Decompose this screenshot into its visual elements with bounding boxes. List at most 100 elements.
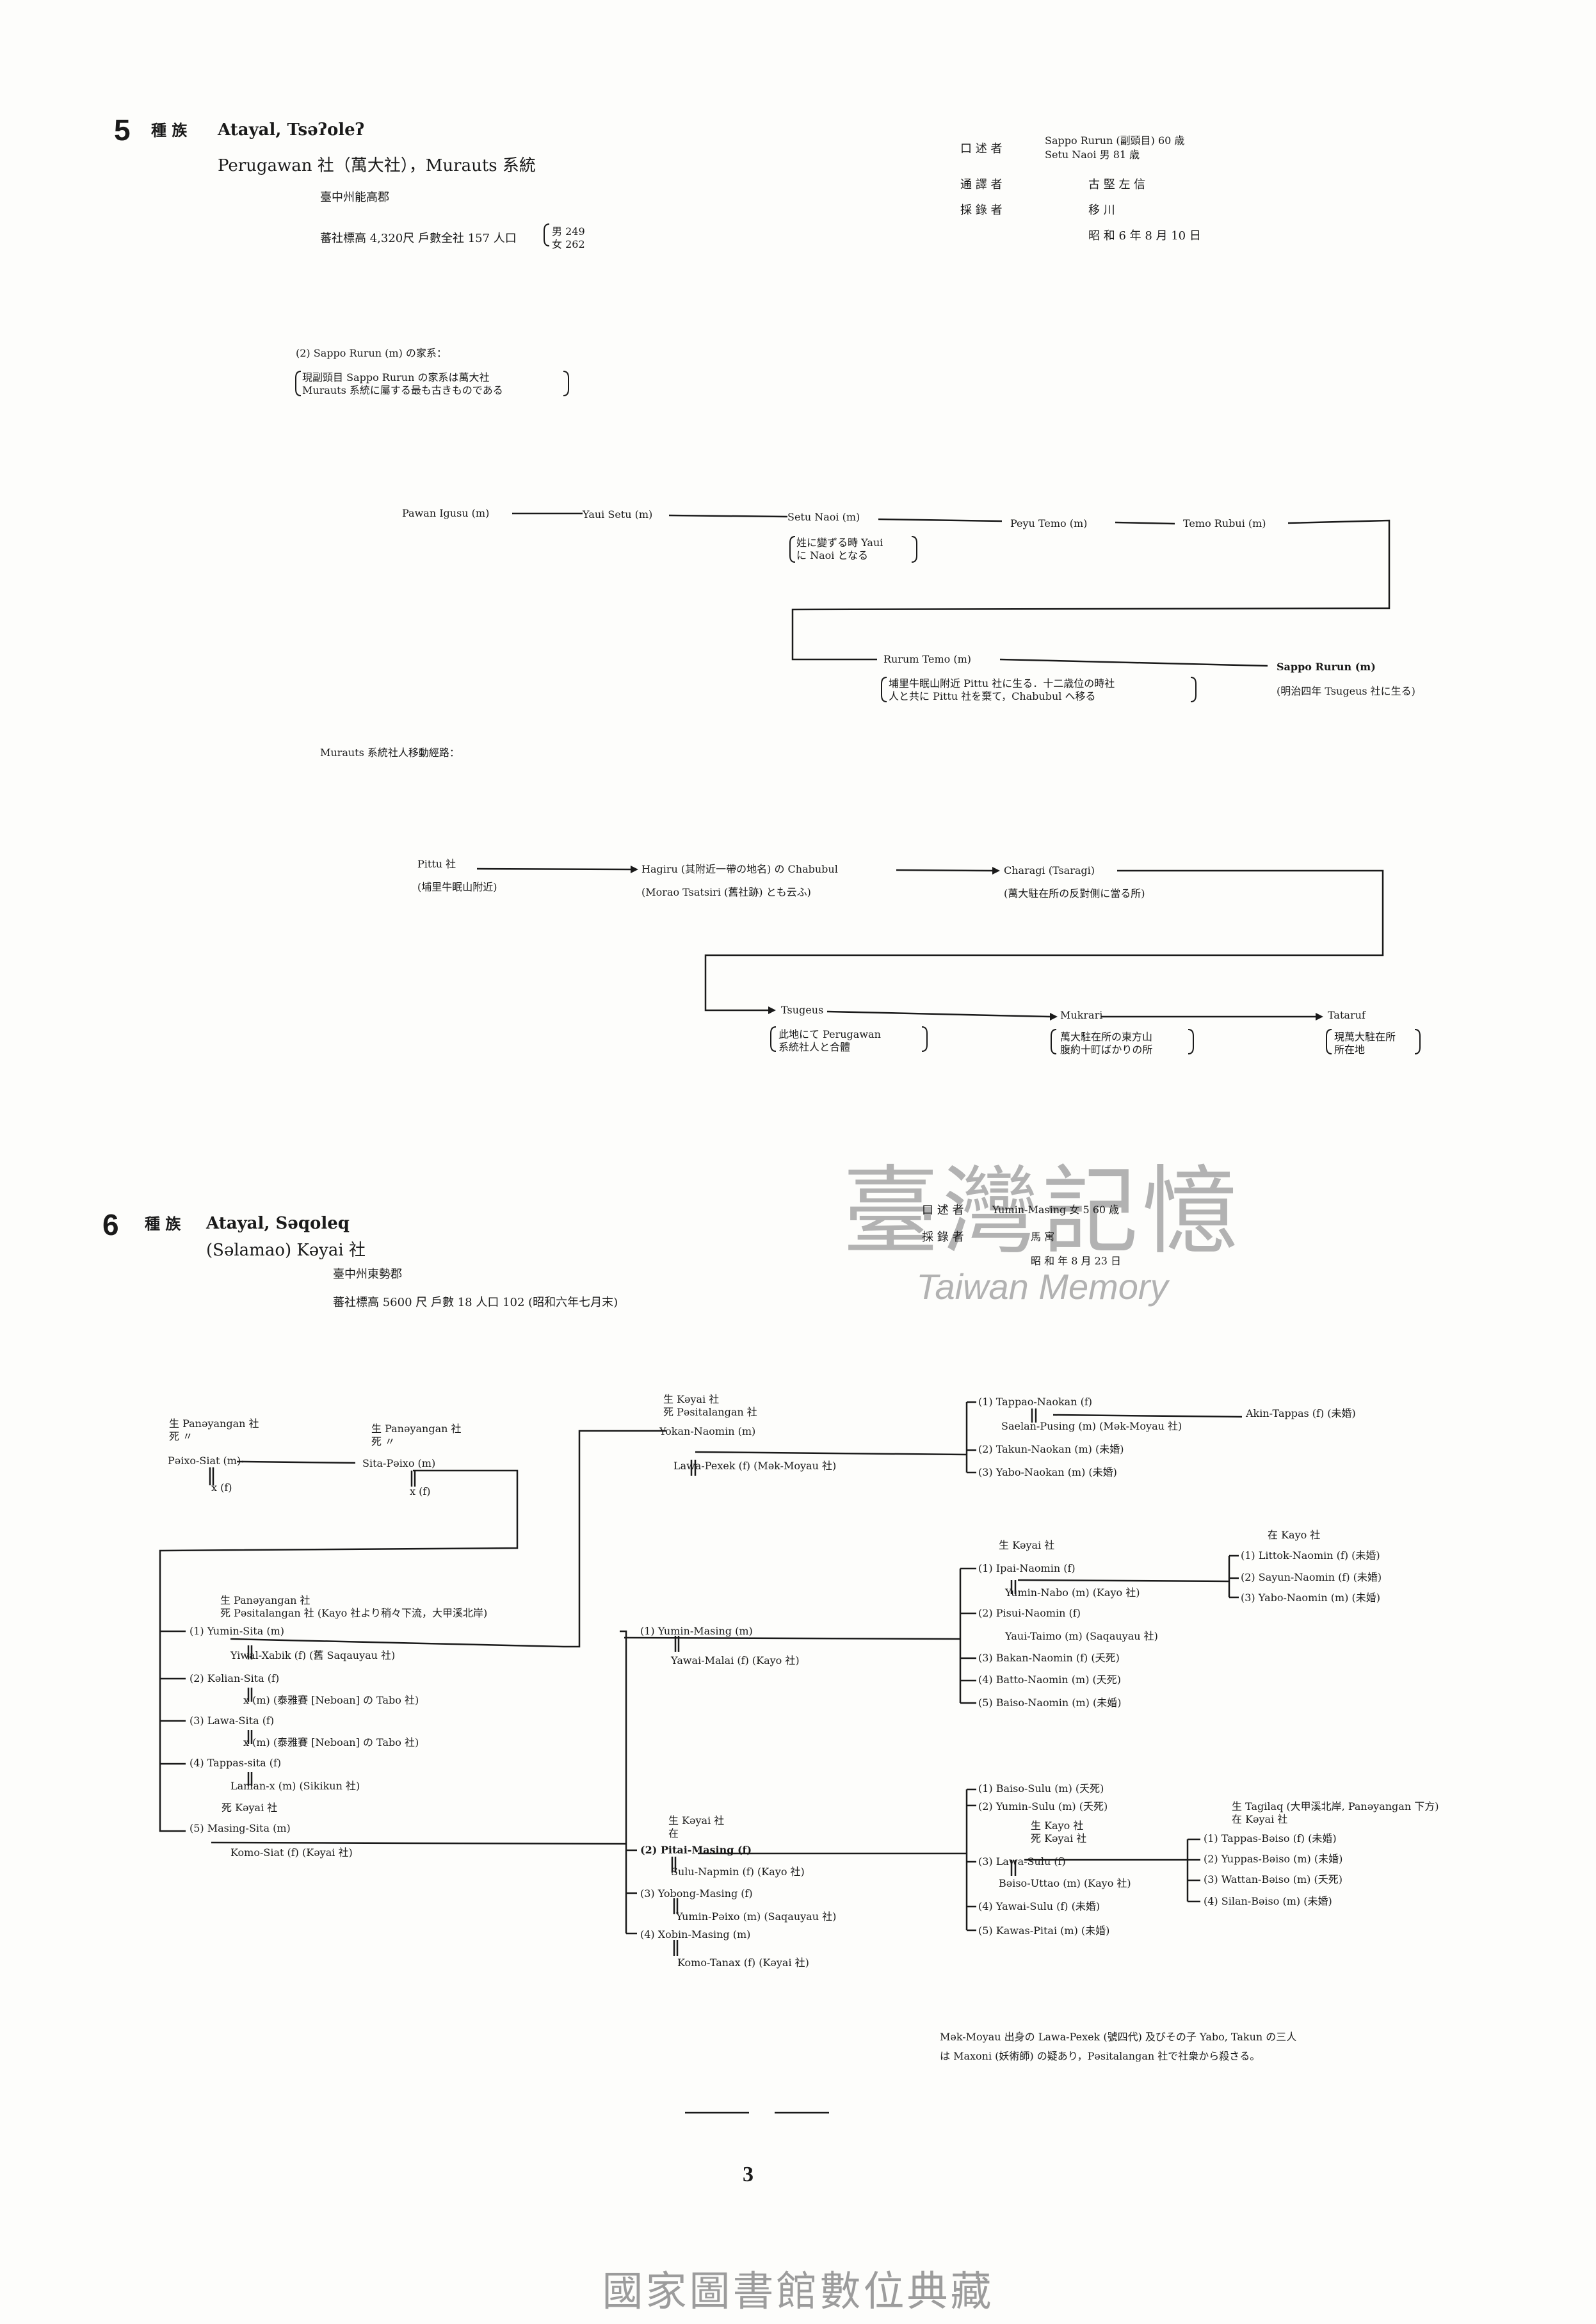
person-sappo: Sappo Rurun (m) (1277, 661, 1376, 673)
person-yawai-sulu: (4) Yawai-Sulu (f) (未婚) (978, 1900, 1100, 1912)
population-female: 女 262 (552, 238, 585, 250)
person-sita-wife: x (f) (410, 1485, 431, 1497)
person-yobong-husband: Yumin-Pəixo (m) (Saqauyau 社) (676, 1910, 837, 1923)
migration-title: Murauts 系統社人移動經路： (320, 746, 460, 759)
recorder-label: 採 錄 者 (960, 204, 1003, 217)
person-tappao-husband: Saelan-Pusing (m) (Mək-Moyau 社) (1001, 1420, 1182, 1432)
birth-note: 生 Kəyai 社 (668, 1814, 725, 1827)
page-number: 3 (743, 2163, 754, 2186)
person-yabo-naomin: (3) Yabo-Naomin (m) (未婚) (1241, 1592, 1380, 1604)
family-title: (2) Sappo Rurun (m) の家系： (296, 347, 447, 359)
person-sita: Sita-Pəixo (m) (362, 1457, 436, 1469)
section-number: 5 (114, 113, 131, 147)
translator: 古 堅 左 信 (1088, 178, 1146, 191)
recorder: 移 川 (1088, 204, 1115, 217)
record-date: 昭 和 6 年 8 月 10 日 (1088, 229, 1201, 243)
place-charagi: Charagi (Tsaragi) (1004, 864, 1095, 876)
place-tsugeus-note: 此地にて Perugawan (778, 1028, 881, 1040)
narrator-2: Setu Naoi 男 81 歳 (1045, 149, 1140, 161)
population-male: 男 249 (552, 225, 585, 238)
person-yumin-sulu: (2) Yumin-Sulu (m) (夭死) (978, 1800, 1108, 1812)
child-2: (2) Kəlian-Sita (f) (189, 1672, 280, 1684)
narrator-label: 口 述 者 (960, 142, 1003, 156)
setu-note: 姓に變ずる時 Yaui (796, 537, 883, 549)
person-rurum: Rurum Temo (m) (883, 653, 972, 665)
person-yuppas-baiso: (2) Yuppas-Bəiso (m) (未婚) (1204, 1853, 1343, 1865)
person-xobin-wife: Komo-Tanax (f) (Kəyai 社) (677, 1957, 809, 1969)
person-yobong: (3) Yobong-Masing (f) (640, 1887, 753, 1900)
death-note: 死 Pəsitalangan 社 (Kayo 社より稍々下流，大甲溪北岸) (220, 1607, 488, 1619)
tribe-name: Atayal, Tsəʔoleʔ (218, 120, 365, 140)
person-ipai: (1) Ipai-Naomin (f) (978, 1562, 1076, 1574)
person-pisui-husband: Yaui-Taimo (m) (Saqauyau 社) (1005, 1630, 1158, 1642)
setu-note: に Naoi となる (796, 549, 868, 561)
person-tappao: (1) Tappao-Naokan (f) (978, 1396, 1092, 1408)
place-mukrari-note: 腹約十町ばかりの所 (1060, 1044, 1153, 1056)
place-mukrari: Mukrari (1060, 1009, 1103, 1021)
recorder: 馬 寓 (1031, 1231, 1055, 1243)
place-tsugeus: Tsugeus (781, 1004, 824, 1016)
person-akin: Akin-Tappas (f) (未婚) (1246, 1407, 1356, 1419)
place-hagiru-note: (Morao Tsatsiri (舊社跡) とも云ふ) (641, 886, 811, 898)
place-charagi-note: (萬大駐在所の反對側に當る所) (1004, 887, 1145, 900)
place-pittu: Pittu 社 (417, 858, 456, 870)
person-yumin-masing: (1) Yumin-Masing (m) (640, 1625, 753, 1637)
child-5-spouse: Komo-Siat (f) (Kəyai 社) (230, 1846, 353, 1859)
community-name: (Səlamao) Kəyai 社 (206, 1241, 366, 1260)
person-wattan-baiso: (3) Wattan-Bəiso (m) (夭死) (1204, 1873, 1342, 1885)
person-ipai-husband: Yumin-Nabo (m) (Kayo 社) (1005, 1586, 1140, 1599)
place-tataruf-note: 所在地 (1334, 1044, 1366, 1056)
footnote: Mək-Moyau 出身の Lawa-Pexek (號四代) 及びその子 Yab… (940, 2031, 1297, 2043)
person-pitai-husband: Sulu-Napmin (f) (Kayo 社) (671, 1866, 805, 1878)
death-note: 在 Kəyai 社 (1232, 1813, 1288, 1825)
person-setu: Setu Naoi (m) (787, 511, 860, 523)
person-yaui: Yaui Setu (m) (583, 508, 653, 520)
birth-note: 生 Kəyai 社 (663, 1393, 720, 1405)
narrator: Yumin-Masing 女 5 60 歳 (992, 1204, 1120, 1216)
person-sayun: (2) Sayun-Naomin (f) (未婚) (1241, 1571, 1382, 1583)
person-lawa-sulu: (3) Lawa-Sulu (f) (978, 1855, 1066, 1868)
child-1-spouse: Yiwal-Xabik (f) (舊 Saqauyau 社) (230, 1649, 396, 1661)
birth-note: 生 Panəyangan 社 (169, 1417, 259, 1430)
birth-note: 生 Panəyangan 社 (371, 1423, 462, 1435)
person-yokan-wife: Lawa-Pexek (f) (Mək-Moyau 社) (673, 1460, 837, 1472)
person-pitai: (2) Pitai-Masing (f) (640, 1844, 752, 1856)
place-pittu-note: (埔里牛眠山附近) (417, 881, 497, 893)
library-footer: 國家圖書館數位典藏 (602, 2268, 994, 2316)
birth-note: 生 Kəyai 社 (999, 1539, 1055, 1551)
person-baiso-sulu: (1) Baiso-Sulu (m) (夭死) (978, 1782, 1104, 1795)
person-batto: (4) Batto-Naomin (m) (夭死) (978, 1674, 1122, 1686)
person-pisui: (2) Pisui-Naomin (f) (978, 1607, 1081, 1619)
person-tappas-baiso: (1) Tappas-Bəiso (f) (未婚) (1204, 1832, 1337, 1844)
birth-note: 生 Tagilaq (大甲溪北岸, Panəyangan 下方) (1232, 1800, 1439, 1812)
birth-note: 生 Panəyangan 社 (220, 1594, 310, 1606)
person-paixo-wife: x (f) (211, 1481, 232, 1494)
death-note: 死 〃 (371, 1435, 396, 1448)
person-yokan: Yokan-Naomin (m) (659, 1425, 756, 1437)
translator-label: 通 譯 者 (960, 178, 1003, 191)
location: 臺中州東勢郡 (333, 1268, 402, 1281)
child-4: (4) Tappas-sita (f) (189, 1757, 282, 1769)
person-kawas: (5) Kawas-Pitai (m) (未婚) (978, 1925, 1110, 1937)
person-pawan: Pawan Igusu (m) (402, 507, 490, 519)
tribe-label: 種 族 (145, 1214, 181, 1233)
person-bakan: (3) Bakan-Naomin (f) (夭死) (978, 1652, 1120, 1664)
rurum-note: 人と共に Pittu 社を棄て，Chabubul へ移る (889, 690, 1096, 702)
person-paixo: Pəixo-Siat (m) (168, 1455, 241, 1467)
family-note: 現副頭目 Sappo Rurun の家系は萬大社 (302, 371, 490, 383)
person-yabo: (3) Yabo-Naokan (m) (未婚) (978, 1466, 1117, 1478)
location: 臺中州能高郡 (320, 191, 389, 204)
tribe-label: 種 族 (151, 121, 188, 140)
person-peyu: Peyu Temo (m) (1010, 517, 1088, 529)
person-takun: (2) Takun-Naokan (m) (未婚) (978, 1443, 1124, 1455)
person-silan-baiso: (4) Silan-Bəiso (m) (未婚) (1204, 1895, 1332, 1907)
child-2-spouse: x (m) (泰雅賽 [Neboan] の Tabo 社) (243, 1694, 419, 1706)
statistics: 蕃社標高 5600 尺 戶數 18 人口 102 (昭和六年七月末) (333, 1296, 618, 1309)
death-note: 死 Kəyai 社 (1031, 1832, 1087, 1844)
narrator-1: Sappo Rurun (副頭目) 60 歳 (1045, 134, 1185, 147)
tribe-name: Atayal, Səqoleq (206, 1214, 350, 1233)
rurum-note: 埔里牛眠山附近 Pittu 社に生る．十二歳位の時社 (889, 677, 1115, 690)
statistics: 蕃社標高 4,320尺 戶數全社 157 人口 (320, 232, 517, 245)
death-note: 在 (668, 1827, 679, 1839)
